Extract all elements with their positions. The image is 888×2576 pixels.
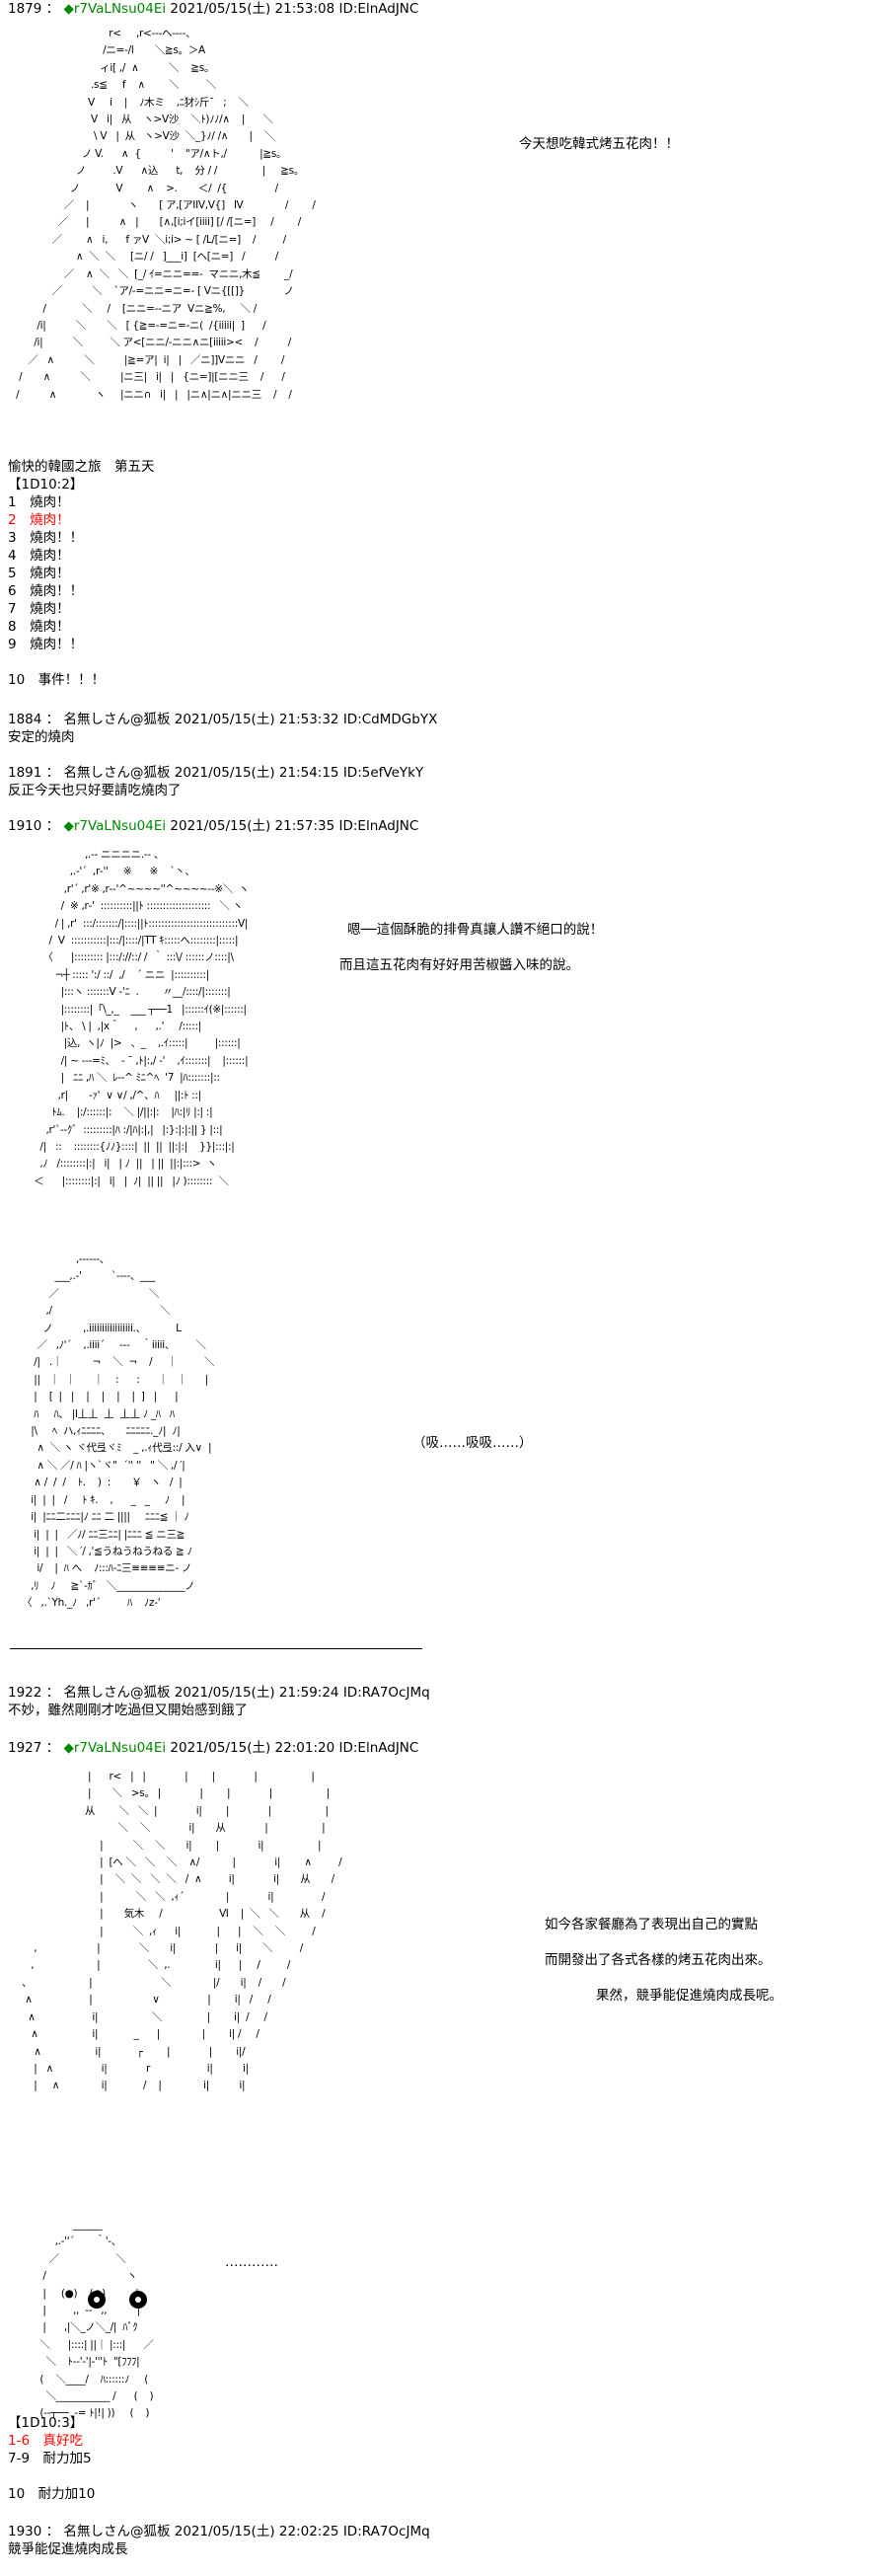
post-number: 1910 [8, 818, 42, 834]
option-2-selected: 2 燒肉！ [8, 512, 70, 528]
speech-text: 今天想吃韓式烤五花肉！！ [519, 136, 679, 152]
post-date: 2021/05/15(土) 21:54:15 [174, 765, 339, 781]
post-header: 1891 ： 名無しさん@狐板 2021/05/15(土) 21:54:15 I… [8, 765, 424, 781]
option-1-6-selected: 1-6 真好吃 [8, 2433, 84, 2449]
poster-name[interactable]: 名無しさん@狐板 [63, 2524, 171, 2539]
post-id: ID:RA7OcJMq [342, 1685, 430, 1701]
option-6: 6 燒肉！！ [8, 583, 84, 599]
post-date: 2021/05/15(土) 21:57:35 [170, 818, 335, 834]
post-date: 2021/05/15(土) 21:53:32 [174, 712, 339, 727]
post-body: 反正今天也只好要請吃燒肉了 [8, 783, 182, 798]
narration-line-1: 如今各家餐廳為了表現出自己的實點 [545, 1917, 758, 1932]
post-body: 競爭能促進燒肉成長 [8, 2541, 128, 2557]
option-4: 4 燒肉！ [8, 548, 70, 564]
poster-name[interactable]: 名無しさん@狐板 [63, 765, 171, 781]
ascii-art-character-2: ,.-‐ ニニニニ.-- 、 ,.-'´ ,r‐'' ※ ※ `丶、 ,r'´ … [34, 849, 250, 1187]
post-id: ID:ElnAdJNC [338, 818, 419, 834]
post-number: 1930 [8, 2524, 42, 2539]
post-number: 1884 [8, 712, 42, 727]
option-5: 5 燒肉！ [8, 566, 70, 581]
option-9: 9 燒肉！！ [8, 637, 84, 652]
post-number: 1891 [8, 765, 42, 781]
post-body: 不妙，雖然剛剛才吃過但又開始感到餓了 [8, 1703, 248, 1718]
post-number: 1927 [8, 1740, 42, 1756]
ascii-art-character-1: r< ,r<‐‐‐ヘ‐‐--、 /ニ=‐/l ＼≧s。＞A ィi[ ,/ ∧ ＼… [16, 28, 316, 401]
face-eyes-overlay [88, 2291, 147, 2309]
option-8: 8 燒肉！ [8, 619, 70, 635]
narration-line-2: 而開發出了各式各樣的烤五花肉出來。 [545, 1952, 772, 1968]
option-7: 7 燒肉！ [8, 601, 70, 617]
post-id: ID:ElnAdJNC [338, 1, 419, 17]
title-text: 愉快的韓國之旅 第五天 [8, 459, 155, 475]
poster-name[interactable]: 名無しさん@狐板 [63, 1685, 171, 1701]
divider-line [10, 1648, 422, 1649]
option-10: 10 事件！！！ [8, 672, 106, 688]
ascii-art-character-3: ,-‐‐-‐‐、 ___,.-' `‐-‐‐、___ ／ ＼ ,/ ＼ ノ ,.… [22, 1253, 215, 1610]
option-7-9: 7-9 耐力加5 [8, 2451, 92, 2466]
post-id: ID:CdMDGbYX [342, 712, 438, 727]
post-header: 1922 ： 名無しさん@狐板 2021/05/15(土) 21:59:24 I… [8, 1685, 430, 1701]
post-id: ID:RA7OcJMq [342, 2524, 430, 2539]
post-date: 2021/05/15(土) 22:01:20 [170, 1740, 335, 1756]
post-id: ID:ElnAdJNC [338, 1740, 419, 1756]
post-header: 1927 ： ◆r7VaLNsu04Ei 2021/05/15(土) 22:01… [8, 1740, 419, 1756]
post-header: 1930 ： 名無しさん@狐板 2021/05/15(土) 22:02:25 I… [8, 2524, 430, 2539]
post-date: 2021/05/15(土) 22:02:25 [174, 2524, 339, 2539]
post-header: 1879 ： ◆r7VaLNsu04Ei 2021/05/15(土) 21:53… [8, 1, 419, 17]
sound-effect-text: （吸……吸吸……） [412, 1435, 533, 1451]
speech-line-2: 而且這五花肉有好好用苦椒醬入味的說。 [339, 957, 579, 973]
poster-name[interactable]: ◆r7VaLNsu04Ei [63, 1740, 167, 1756]
poster-name[interactable]: ◆r7VaLNsu04Ei [63, 818, 167, 834]
dice-label: 【1D10:2】 [8, 477, 84, 492]
option-10: 10 耐力加10 [8, 2486, 96, 2502]
speech-line-1: 嗯──這個酥脆的排骨真讓人讚不絕口的說！ [347, 922, 604, 938]
post-date: 2021/05/15(土) 21:53:08 [170, 1, 335, 17]
post-number: 1879 [8, 1, 42, 17]
post-id: ID:5efVeYkY [342, 765, 424, 781]
dice-label: 【1D10:3】 [8, 2415, 84, 2431]
poster-name[interactable]: 名無しさん@狐板 [63, 712, 171, 727]
post-date: 2021/05/15(土) 21:59:24 [174, 1685, 339, 1701]
option-1: 1 燒肉！ [8, 494, 70, 510]
post-body: 安定的燒肉 [8, 729, 75, 745]
ascii-art-character-5: ______ ,.-''´ ｀'‐、 ／ ＼ / ヽ | (●) (●) | |… [39, 2219, 154, 2420]
poster-name[interactable]: ◆r7VaLNsu04Ei [63, 1, 167, 17]
ellipsis-text: ………… [225, 2254, 278, 2270]
option-3: 3 燒肉！！ [8, 530, 84, 546]
post-number: 1922 [8, 1685, 42, 1701]
narration-line-3: 果然，競爭能促進燒肉成長呢。 [596, 1988, 782, 2004]
post-header: 1910 ： ◆r7VaLNsu04Ei 2021/05/15(土) 21:57… [8, 818, 419, 834]
ascii-art-character-4: | r< | | | | | | | ＼ >s。 | | | | | 从 [22, 1771, 342, 2092]
post-header: 1884 ： 名無しさん@狐板 2021/05/15(土) 21:53:32 I… [8, 712, 438, 727]
